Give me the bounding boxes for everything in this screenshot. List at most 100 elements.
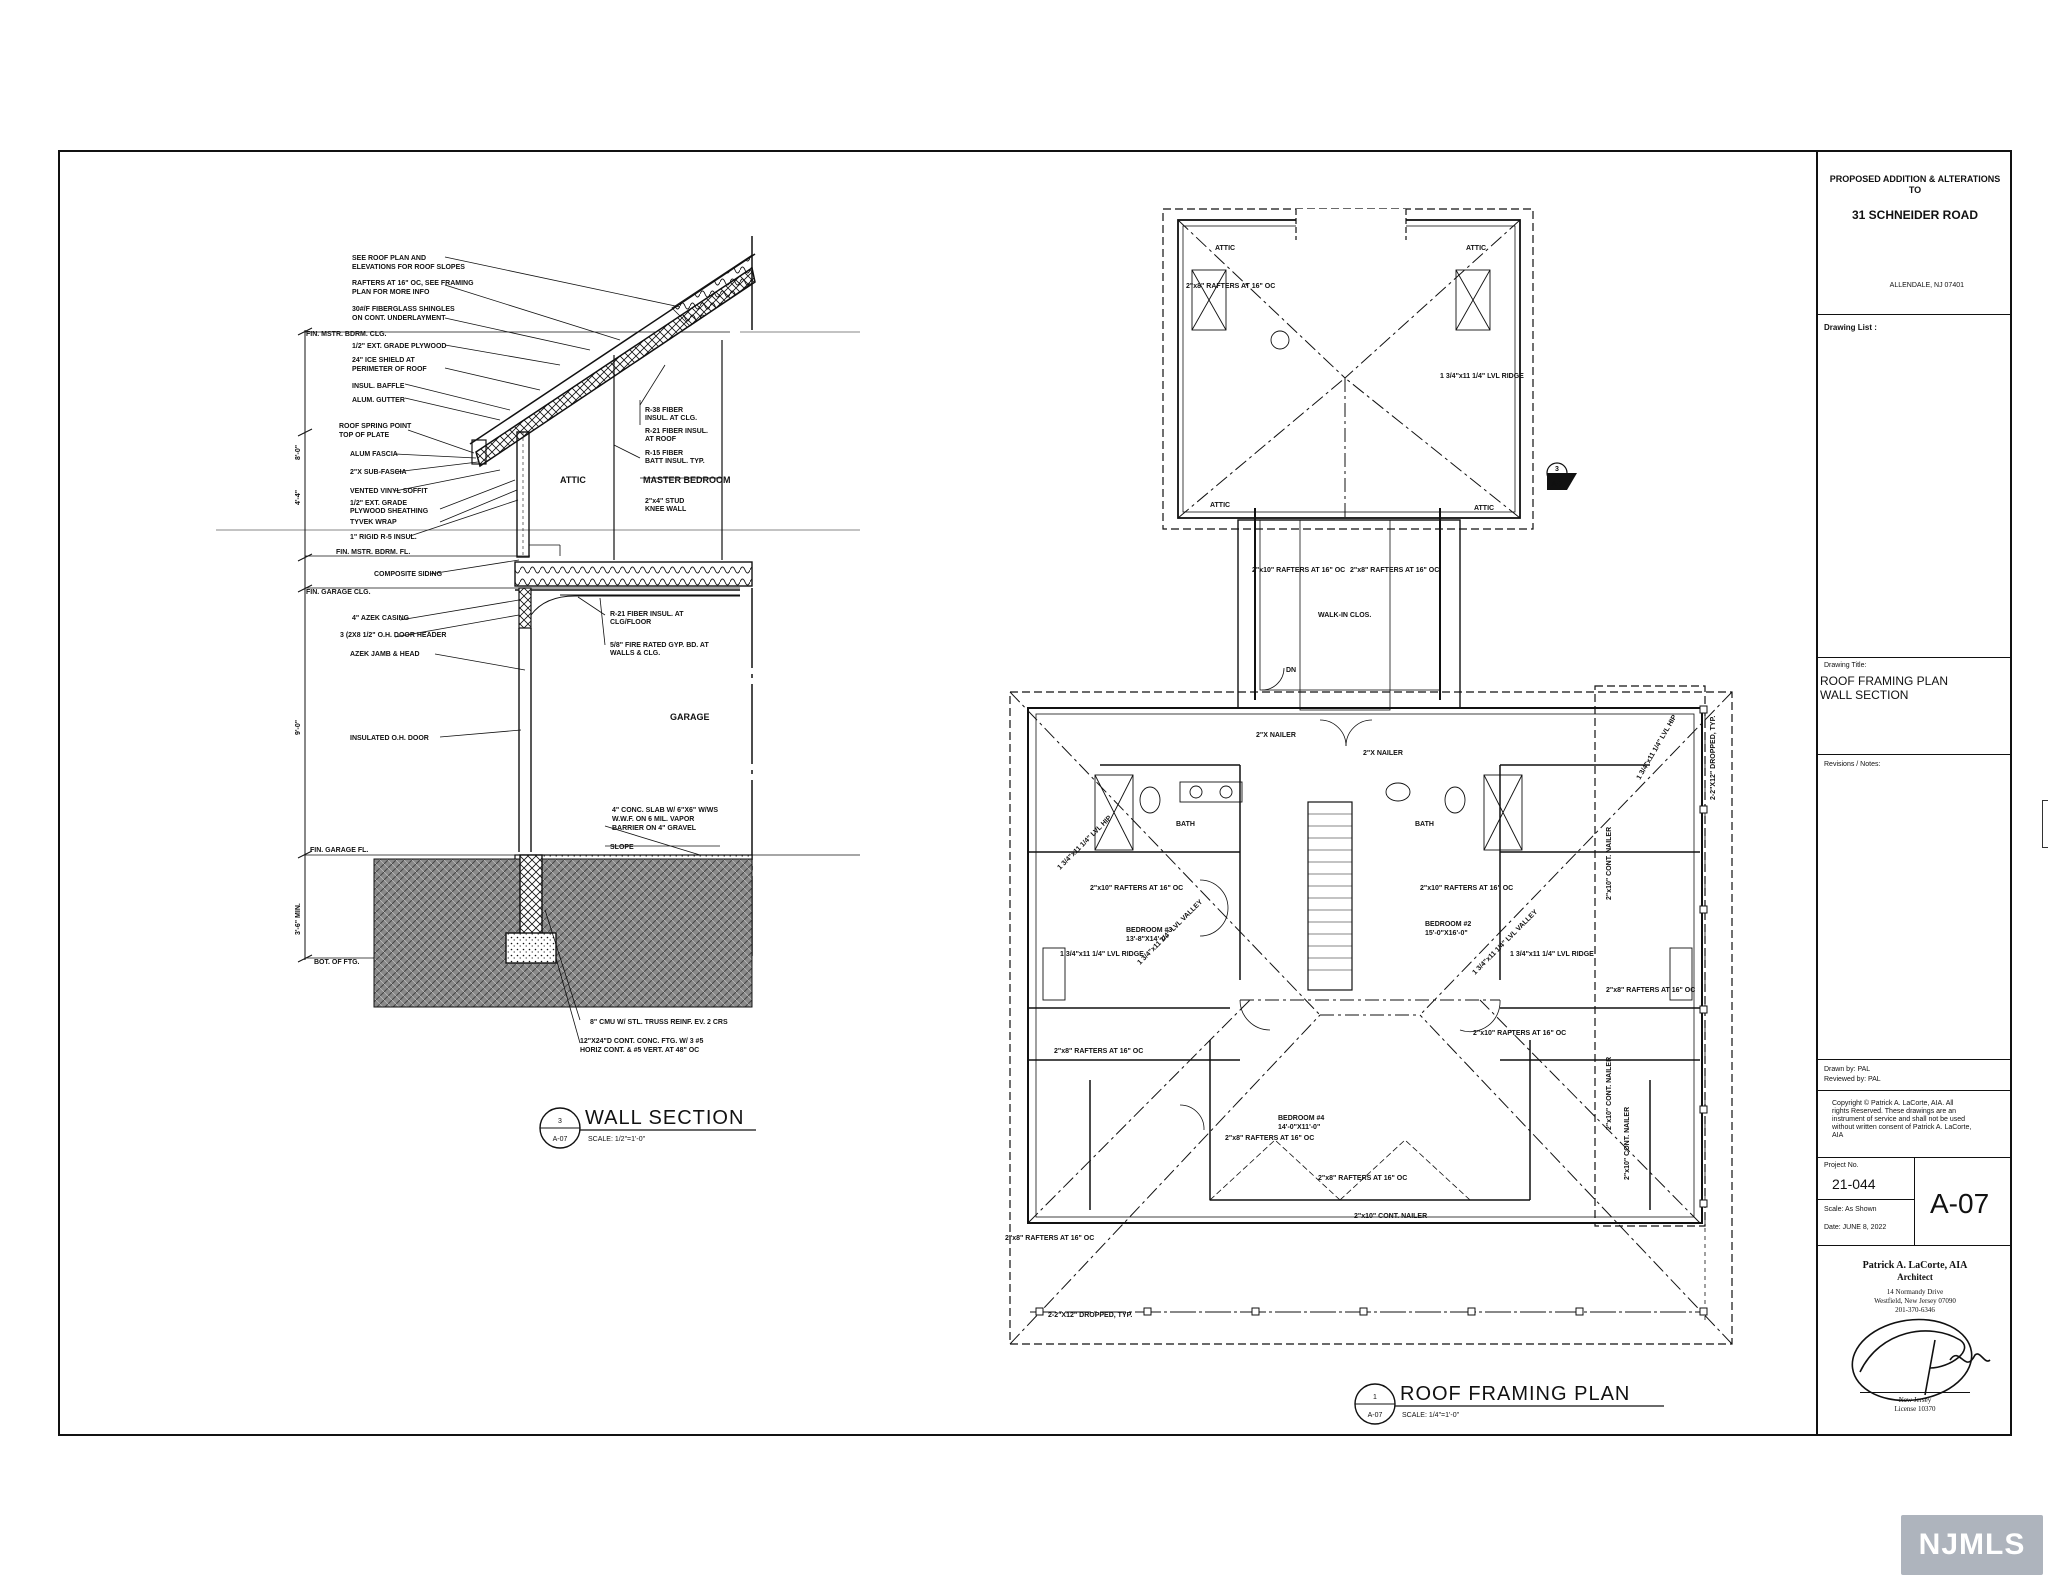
sheet-number: A-07 <box>1930 1188 1990 1219</box>
drawing-list-label: Drawing List : <box>1824 323 1877 332</box>
plan-label: 2"X NAILER <box>1363 750 1403 757</box>
room-attic-se: ATTIC <box>1474 505 1494 512</box>
project-no-label: Project No. <box>1824 1162 1859 1169</box>
svg-text:AT ROOF: AT ROOF <box>645 436 677 443</box>
svg-text:5/8" FIRE RATED GYP. BD. AT: 5/8" FIRE RATED GYP. BD. AT <box>610 642 709 649</box>
room-bedroom-4-dims: 14'-0"X11'-0" <box>1278 1124 1320 1131</box>
svg-text:INSUL. BAFFLE: INSUL. BAFFLE <box>352 383 405 390</box>
wall-section-sheet-ref: A-07 <box>553 1136 568 1143</box>
plan-label: 1 3/4"x11 1/4" LVL RIDGE <box>1060 951 1144 958</box>
svg-text:PLYWOOD SHEATHING: PLYWOOD SHEATHING <box>350 508 429 515</box>
drawing-title-2: WALL SECTION <box>1820 688 1909 702</box>
credits-divider <box>1818 1090 2012 1091</box>
room-bedroom-4: BEDROOM #4 <box>1278 1115 1324 1122</box>
drawing-title-cell: Drawing Title: ROOF FRAMING PLAN WALL SE… <box>1818 658 2012 755</box>
scale-text: Scale: As Shown <box>1824 1206 1877 1213</box>
project-line-1: PROPOSED ADDITION & ALTERATIONS <box>1829 174 2001 184</box>
roof-plan-title: ROOF FRAMING PLAN <box>1400 1383 1630 1405</box>
room-bedroom-3-dims: 13'-8"X14'-0" <box>1126 936 1169 943</box>
svg-text:BOT. OF FTG.: BOT. OF FTG. <box>314 959 360 966</box>
plan-label: 2"x10" RAFTERS AT 16" OC <box>1252 567 1345 574</box>
roof-plan-scale: SCALE: 1/4"=1'-0" <box>1402 1412 1460 1419</box>
room-walk-in-closet: WALK-IN CLOS. <box>1318 612 1371 619</box>
svg-text:3'-6" MIN.: 3'-6" MIN. <box>295 903 302 935</box>
svg-text:ATTIC: ATTIC <box>560 475 586 485</box>
plan-label: 2"x10" CONT. NAILER <box>1606 827 1613 900</box>
section-tag-no: 3 <box>1555 466 1559 473</box>
svg-text:ALUM FASCIA: ALUM FASCIA <box>350 451 398 458</box>
roof-plan-sheet-ref: A-07 <box>1368 1412 1383 1419</box>
svg-text:PLAN FOR MORE INFO: PLAN FOR MORE INFO <box>352 289 430 296</box>
svg-text:1" RIGID R-5 INSUL.: 1" RIGID R-5 INSUL. <box>350 534 417 541</box>
svg-text:FIN. MSTR. BDRM. FL.: FIN. MSTR. BDRM. FL. <box>336 549 410 556</box>
svg-text:1/2" EXT. GRADE PLYWOOD: 1/2" EXT. GRADE PLYWOOD <box>352 343 446 350</box>
architect-title: Architect <box>1897 1272 1933 1282</box>
svg-text:W.W.F. ON 6 MIL. VAPOR: W.W.F. ON 6 MIL. VAPOR <box>612 816 694 823</box>
svg-text:R-15 FIBER: R-15 FIBER <box>645 450 683 457</box>
wall-section-detail-no: 3 <box>558 1118 562 1125</box>
plan-label: 2"x8" RAFTERS AT 16" OC <box>1318 1175 1407 1182</box>
svg-text:R-38 FIBER: R-38 FIBER <box>645 407 683 414</box>
room-bedroom-3: BEDROOM #3 <box>1126 927 1172 934</box>
svg-text:2"x4" STUD: 2"x4" STUD <box>645 498 684 505</box>
project-city: ALLENDALE, NJ 07401 <box>1889 282 1964 289</box>
svg-text:4'-4": 4'-4" <box>295 490 302 505</box>
title-block: PROPOSED ADDITION & ALTERATIONS TO 31 SC… <box>1816 150 2012 1436</box>
roof-framing-plan-drawing <box>1009 208 1733 1345</box>
credits-cell: Drawn by: PAL Reviewed by: PAL Copyright… <box>1818 1060 2012 1246</box>
svg-text:TYVEK WRAP: TYVEK WRAP <box>350 519 397 526</box>
plan-label: 2"x8" RAFTERS AT 16" OC <box>1606 987 1695 994</box>
room-attic-ne: ATTIC <box>1466 245 1486 252</box>
svg-text:9'-0": 9'-0" <box>295 720 302 735</box>
svg-text:MASTER BEDROOM: MASTER BEDROOM <box>643 475 731 485</box>
svg-text:2"X SUB-FASCIA: 2"X SUB-FASCIA <box>350 469 407 476</box>
svg-text:COMPOSITE SIDING: COMPOSITE SIDING <box>374 571 443 578</box>
svg-text:ELEVATIONS FOR ROOF SLOPES: ELEVATIONS FOR ROOF SLOPES <box>352 264 465 271</box>
svg-text:BATT INSUL. TYP.: BATT INSUL. TYP. <box>645 458 705 465</box>
architect-address-2: Westfield, New Jersey 07090 <box>1874 1297 1956 1305</box>
svg-text:3 (2X8 1/2" O.H. DOOR HEADER: 3 (2X8 1/2" O.H. DOOR HEADER <box>340 632 446 639</box>
svg-text:24" ICE SHIELD AT: 24" ICE SHIELD AT <box>352 357 416 364</box>
svg-text:GARAGE: GARAGE <box>670 712 710 722</box>
plan-label: 2"x10" CONT. NAILER <box>1606 1057 1613 1130</box>
signature-line <box>1860 1392 1970 1393</box>
svg-text:FIN. GARAGE FL.: FIN. GARAGE FL. <box>310 847 368 854</box>
svg-text:CLG/FLOOR: CLG/FLOOR <box>610 619 651 626</box>
project-no: 21-044 <box>1832 1176 1876 1192</box>
svg-text:ON CONT. UNDERLAYMENT: ON CONT. UNDERLAYMENT <box>352 315 446 322</box>
svg-text:FIN. MSTR. BDRM. CLG.: FIN. MSTR. BDRM. CLG. <box>306 331 387 338</box>
edge-handle[interactable] <box>2042 800 2048 848</box>
drawn-by: Drawn by: PAL <box>1824 1066 1871 1073</box>
svg-text:SLOPE: SLOPE <box>610 844 634 851</box>
plan-label: 2"x10" CONT. NAILER <box>1624 1107 1631 1180</box>
project-divider <box>1818 1157 2012 1158</box>
svg-text:AZEK JAMB & HEAD: AZEK JAMB & HEAD <box>350 651 420 658</box>
project-line-2: TO <box>1908 185 1922 195</box>
plan-label: 2"X NAILER <box>1256 732 1296 739</box>
room-bath-2: BATH <box>1415 821 1434 828</box>
drawing-title-label: Drawing Title: <box>1824 662 1867 669</box>
wall-section-scale: SCALE: 1/2"=1'-0" <box>588 1136 646 1143</box>
svg-text:1/2" EXT. GRADE: 1/2" EXT. GRADE <box>350 500 407 507</box>
plan-label: 2-2"X12" DROPPED, TYP. <box>1710 716 1717 800</box>
svg-text:INSUL. AT CLG.: INSUL. AT CLG. <box>645 415 697 422</box>
svg-text:4" AZEK CASING: 4" AZEK CASING <box>352 615 410 622</box>
room-attic-nw: ATTIC <box>1215 245 1235 252</box>
project-address: 31 SCHNEIDER ROAD <box>1851 208 1979 222</box>
license-state: New Jersey <box>1898 1396 1932 1404</box>
scale-divider <box>1818 1199 1914 1200</box>
wall-section-drawing: SEE ROOF PLAN AND ELEVATIONS FOR ROOF SL… <box>216 236 860 1149</box>
wall-section-title: WALL SECTION <box>585 1107 744 1129</box>
svg-text:VENTED VINYL SOFFIT: VENTED VINYL SOFFIT <box>350 488 428 495</box>
plan-label: 2"x8" RAFTERS AT 16" OC <box>1186 283 1275 290</box>
copyright-note: Copyright © Patrick A. LaCorte, AIA. All… <box>1832 1100 1972 1139</box>
svg-text:30#/F FIBERGLASS SHINGLES: 30#/F FIBERGLASS SHINGLES <box>352 306 455 313</box>
date-text: Date: JUNE 8, 2022 <box>1824 1224 1887 1231</box>
svg-text:INSULATED O.H. DOOR: INSULATED O.H. DOOR <box>350 735 429 742</box>
njmls-watermark-logo: NJMLS <box>1901 1515 2043 1575</box>
architect-phone: 201-370-6346 <box>1895 1306 1935 1314</box>
plan-label: 1 3/4"x11 1/4" LVL RIDGE <box>1440 373 1524 380</box>
drawing-list: Drawing List : <box>1818 315 2012 658</box>
svg-text:WALLS & CLG.: WALLS & CLG. <box>610 650 660 657</box>
